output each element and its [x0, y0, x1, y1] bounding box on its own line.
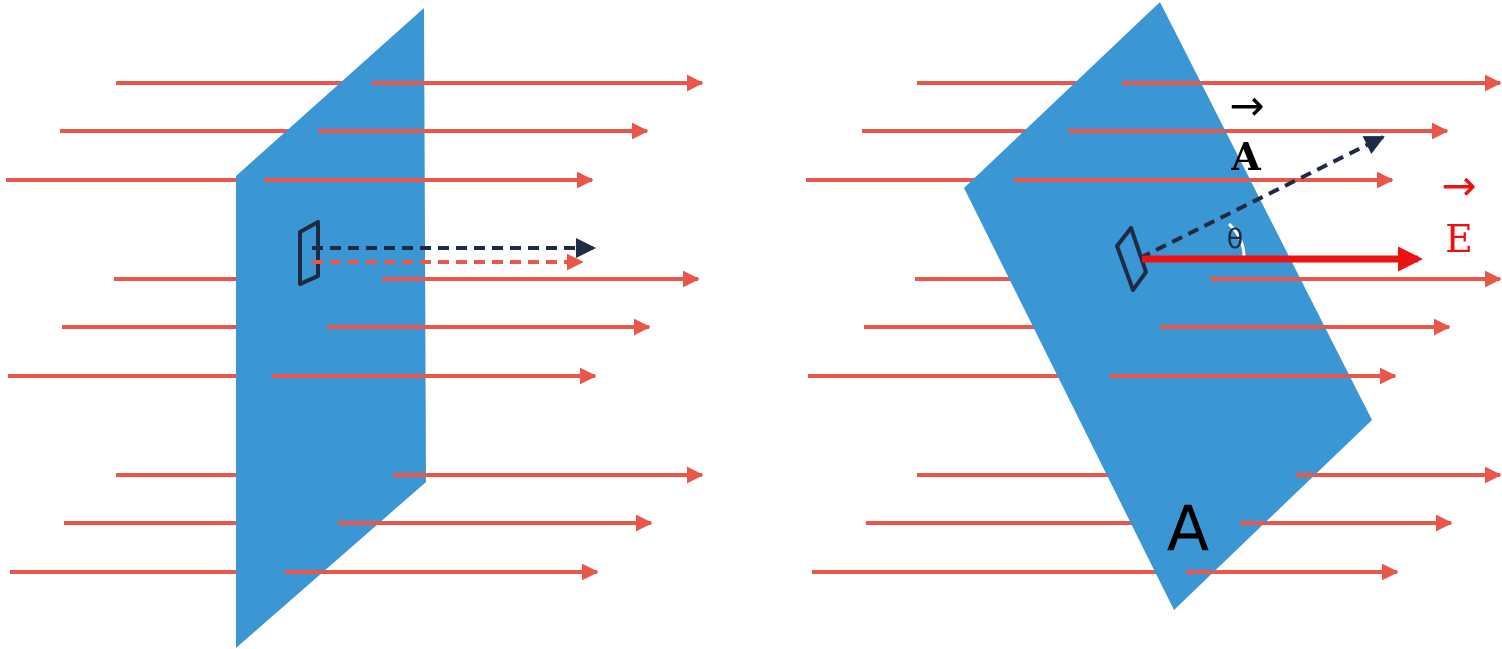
area-element [1115, 226, 1148, 292]
right-panel: → A → E θ A [806, 2, 1502, 610]
angle-label: θ [1227, 224, 1244, 255]
field-vector-arrow-label: → [1441, 161, 1476, 210]
area-element [298, 220, 320, 286]
area-vector-dashed [1139, 135, 1385, 260]
field-lines-front [264, 81, 426, 574]
field-lines-front [1014, 81, 1349, 574]
plate-name-label: A [1167, 492, 1209, 565]
area-vector-label: A [1230, 134, 1261, 179]
field-vector-label: E [1445, 217, 1473, 261]
plate-surface-tilted [964, 2, 1372, 610]
area-vector-arrow-label: → [1229, 81, 1264, 130]
left-panel [6, 8, 704, 648]
